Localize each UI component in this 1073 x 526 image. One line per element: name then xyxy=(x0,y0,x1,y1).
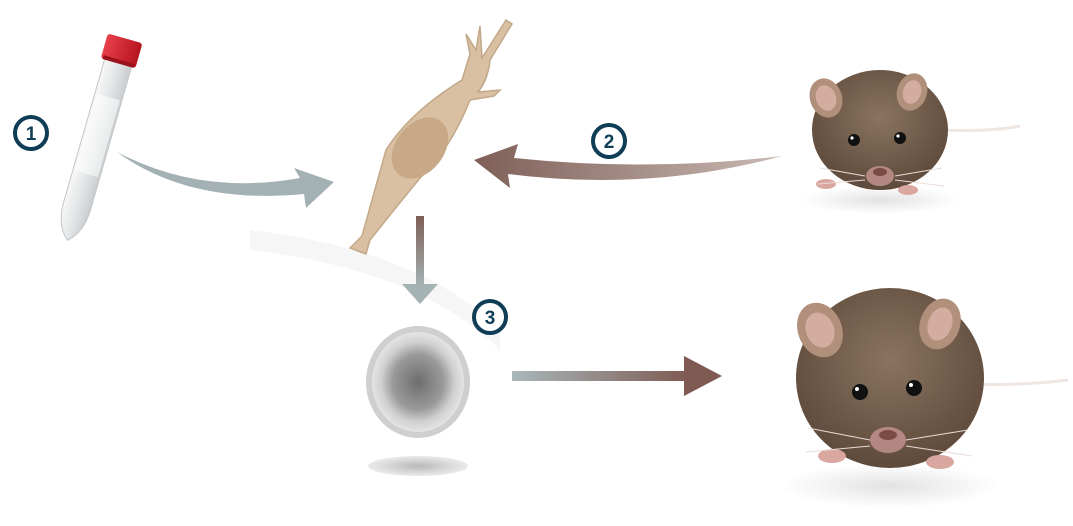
step-3-label: 3 xyxy=(485,308,496,329)
background-glow xyxy=(250,230,500,350)
mouse-clone-icon xyxy=(780,288,1068,508)
arrow-mouse-to-cell xyxy=(474,144,782,188)
mouse-icon xyxy=(800,69,1020,214)
embryo-cell-icon xyxy=(366,326,470,476)
step-2-badge: 2 xyxy=(593,125,625,157)
arrow-tube-to-cell xyxy=(117,152,334,208)
step-1-label: 1 xyxy=(26,124,37,145)
step-3-badge: 3 xyxy=(474,301,506,333)
step-2-label: 2 xyxy=(604,132,615,153)
fibroblast-cell-icon xyxy=(350,20,512,254)
test-tube-icon xyxy=(50,33,142,245)
arrow-embryo-to-clone xyxy=(512,356,722,396)
step-1-badge: 1 xyxy=(15,117,47,149)
